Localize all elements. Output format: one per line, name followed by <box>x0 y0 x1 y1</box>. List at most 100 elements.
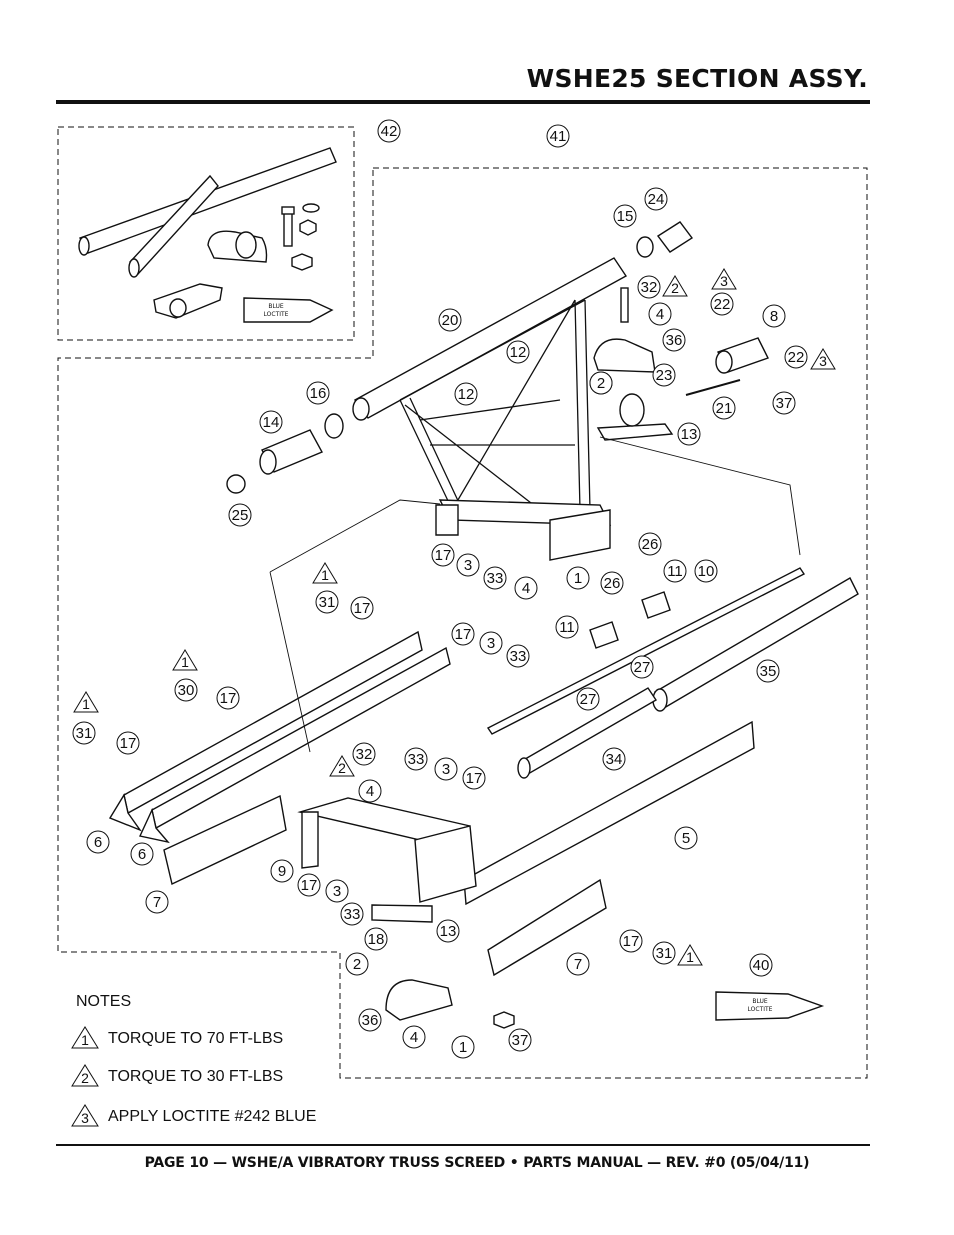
part-callout: 17 <box>451 622 475 646</box>
warning-number: 2 <box>671 280 679 296</box>
part-callout: 23 <box>652 363 676 387</box>
part-callout: 3 <box>434 757 458 781</box>
part-callout: 1 <box>451 1035 475 1059</box>
part-callout: 36 <box>358 1008 382 1032</box>
part-number: 12 <box>510 344 527 361</box>
part-callout: 1 <box>566 566 590 590</box>
part-callout: 17 <box>462 766 486 790</box>
part-callout: 33 <box>483 566 507 590</box>
part-number: 8 <box>770 308 778 325</box>
part-number: 13 <box>440 923 457 940</box>
part-callout: 4 <box>514 576 538 600</box>
part-callout: 41 <box>546 124 570 148</box>
warning-triangle-icon: 2 <box>662 275 688 297</box>
part-callout: 4 <box>358 779 382 803</box>
note-text: APPLY LOCTITE #242 BLUE <box>108 1108 316 1125</box>
part-number: 17 <box>354 600 371 617</box>
part-number: 6 <box>94 834 102 851</box>
part-callout: 12 <box>454 382 478 406</box>
part-callout: 17 <box>216 686 240 710</box>
part-number: 12 <box>458 386 475 403</box>
part-number: 36 <box>362 1012 379 1029</box>
part-number: 17 <box>120 735 137 752</box>
part-callout: 37 <box>772 391 796 415</box>
part-number: 32 <box>356 746 373 763</box>
part-number: 21 <box>716 400 733 417</box>
warning-number: 1 <box>321 567 329 583</box>
note-text: TORQUE TO 30 FT-LBS <box>108 1068 283 1085</box>
part-number: 42 <box>381 123 398 140</box>
part-callout: 4 <box>648 302 672 326</box>
part-number: 7 <box>574 956 582 973</box>
tube-label-line2: LOCTITE <box>748 1006 773 1013</box>
warning-triangle-icon: 2 <box>329 755 355 777</box>
part-number: 35 <box>760 663 777 680</box>
part-callout: 42 <box>377 119 401 143</box>
warning-triangle-icon: 1 <box>73 691 99 713</box>
part-callout: 9 <box>270 859 294 883</box>
warning-number: 1 <box>181 654 189 670</box>
part-number: 3 <box>333 883 341 900</box>
part-number: 4 <box>410 1029 418 1046</box>
part-number: 36 <box>666 332 683 349</box>
part-callout: 18 <box>364 927 388 951</box>
part-callout: 2 <box>589 371 613 395</box>
warning-number: 1 <box>686 949 694 965</box>
part-number: 11 <box>667 563 683 580</box>
part-number: 33 <box>344 906 361 923</box>
part-callout: 22 <box>784 345 808 369</box>
part-callout: 13 <box>677 422 701 446</box>
part-number: 27 <box>580 691 597 708</box>
part-number: 3 <box>487 635 495 652</box>
part-number: 34 <box>606 751 623 768</box>
warning-triangle-icon: 3 <box>711 268 737 290</box>
part-callout: 6 <box>130 842 154 866</box>
page-title: WSHE25 SECTION ASSY. <box>526 64 868 93</box>
warning-number: 1 <box>82 696 90 712</box>
part-callout: 17 <box>619 929 643 953</box>
part-number: 25 <box>232 507 249 524</box>
part-number: 2 <box>353 956 361 973</box>
notes-heading: NOTES <box>76 993 131 1010</box>
page-footer: PAGE 10 — WSHE/A VIBRATORY TRUSS SCREED … <box>144 1155 810 1171</box>
part-callout: 17 <box>431 543 455 567</box>
part-number: 4 <box>522 580 530 597</box>
part-callout: 33 <box>404 747 428 771</box>
part-callout: 24 <box>644 187 668 211</box>
warning-number: 3 <box>720 273 728 289</box>
part-callout: 16 <box>306 381 330 405</box>
kit-42-parts <box>78 147 337 323</box>
part-callout: 8 <box>762 304 786 328</box>
part-number: 11 <box>559 619 575 636</box>
part-number: 5 <box>682 830 690 847</box>
part-callout: 4 <box>402 1025 426 1049</box>
part-callout: 32 <box>352 742 376 766</box>
part-callout: 31 <box>315 590 339 614</box>
part-number: 30 <box>178 682 195 699</box>
part-number: 33 <box>408 751 425 768</box>
kit-box-41 <box>57 167 868 1079</box>
part-callout: 17 <box>116 731 140 755</box>
part-number: 33 <box>510 648 527 665</box>
part-number: 9 <box>278 863 286 880</box>
part-callout: 35 <box>756 659 780 683</box>
part-number: 31 <box>656 945 673 962</box>
part-number: 22 <box>788 349 805 366</box>
part-number: 27 <box>634 659 651 676</box>
part-callout: 26 <box>638 532 662 556</box>
part-number: 24 <box>648 191 665 208</box>
kit-box-42 <box>57 126 355 341</box>
part-callout: 40 <box>749 953 773 977</box>
part-callout: 13 <box>436 919 460 943</box>
part-number: 20 <box>442 312 459 329</box>
note-3: 3 APPLY LOCTITE #242 BLUE <box>71 1104 316 1127</box>
warning-triangle-icon: 1 <box>677 944 703 966</box>
part-callout: 14 <box>259 410 283 434</box>
part-callout: 33 <box>506 644 530 668</box>
note-2: 2 TORQUE TO 30 FT-LBS <box>71 1064 283 1087</box>
warning-number: 3 <box>819 353 827 369</box>
main-assembly-parts <box>108 221 859 1029</box>
part-callout: 17 <box>350 596 374 620</box>
part-number: 26 <box>642 536 659 553</box>
note-1: 1 TORQUE TO 70 FT-LBS <box>71 1026 283 1049</box>
